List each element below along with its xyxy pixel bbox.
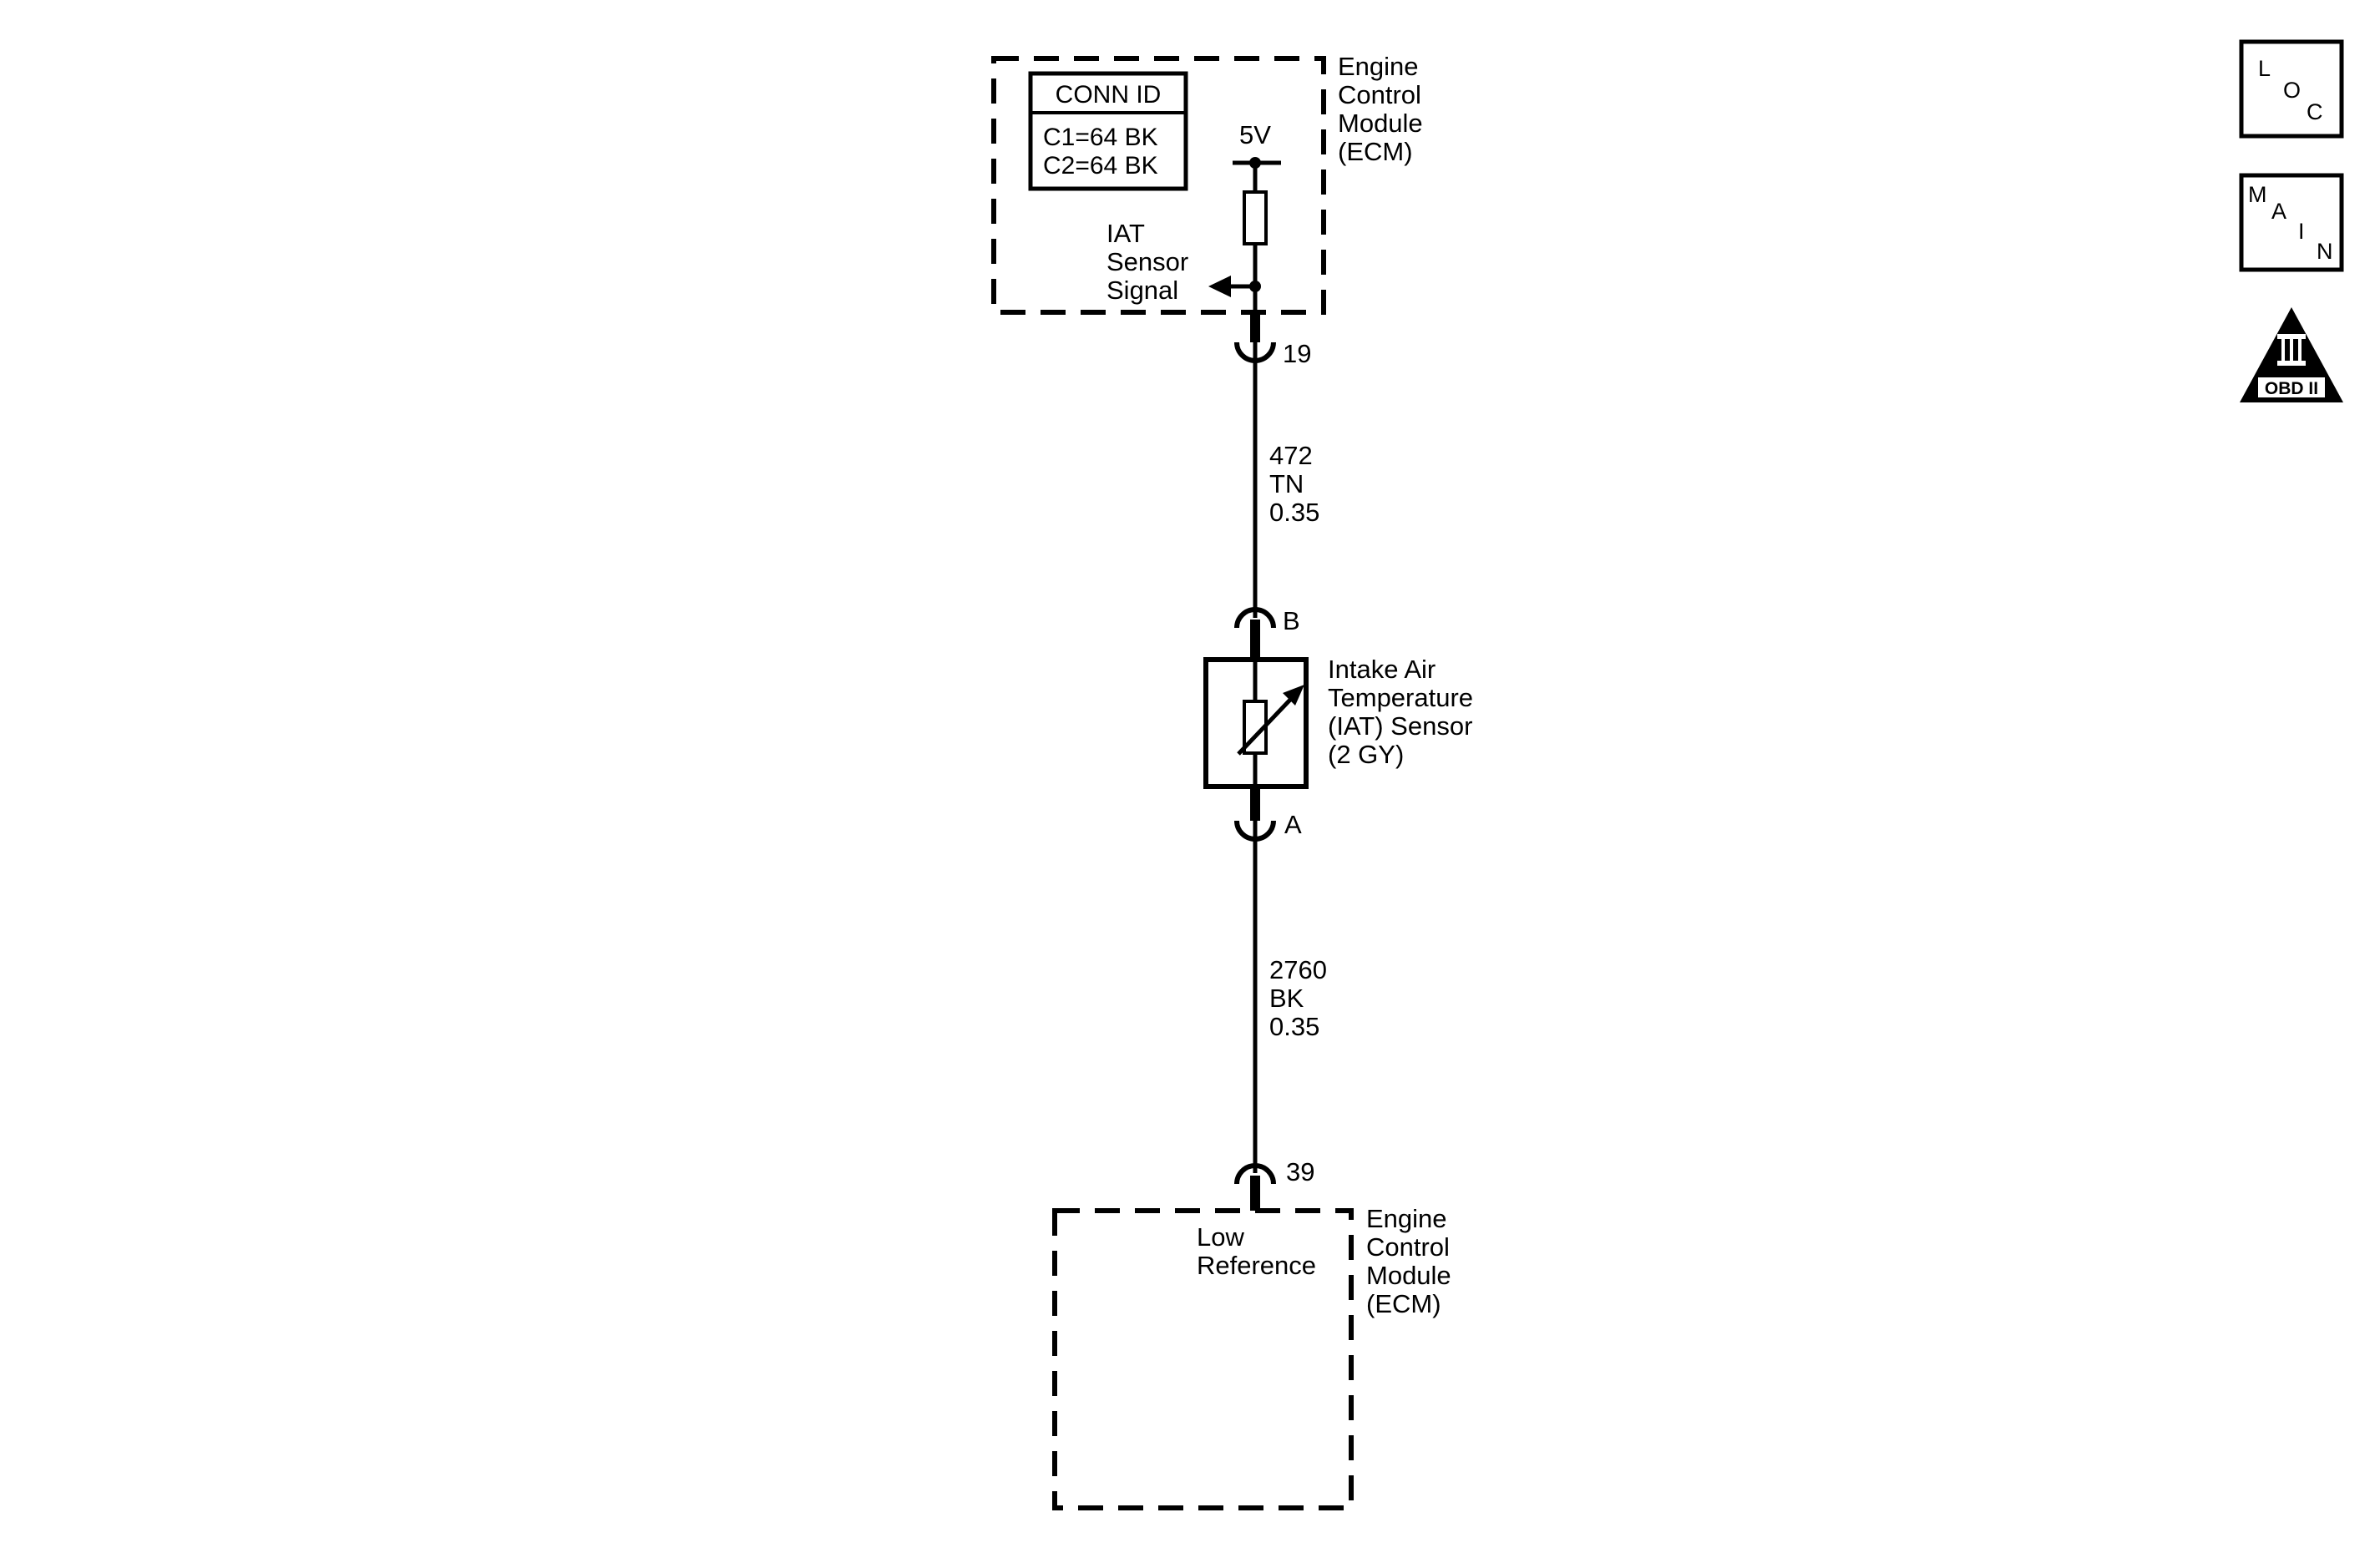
main-icon[interactable]: M A I N xyxy=(2239,173,2344,272)
svg-text:0.35: 0.35 xyxy=(1269,1012,1319,1041)
iat-sensor-label: Intake Air Temperature (IAT) Sensor (2 G… xyxy=(1328,655,1473,769)
variable-arrow-icon xyxy=(1283,685,1304,706)
svg-text:TN: TN xyxy=(1269,469,1304,498)
svg-text:(ECM): (ECM) xyxy=(1366,1289,1441,1318)
connector-pin-b xyxy=(1234,607,1276,629)
signal-label: IAT Sensor Signal xyxy=(1106,219,1188,305)
low-reference-label: Low Reference xyxy=(1197,1222,1316,1280)
svg-text:IAT: IAT xyxy=(1106,219,1145,248)
pin-a-label: A xyxy=(1284,810,1302,839)
pin-39-label: 39 xyxy=(1286,1157,1314,1186)
svg-text:A: A xyxy=(2271,199,2286,224)
svg-text:472: 472 xyxy=(1269,441,1313,470)
wire-2-label: 2760 BK 0.35 xyxy=(1269,955,1327,1041)
svg-text:Temperature: Temperature xyxy=(1328,683,1473,712)
svg-text:I: I xyxy=(2298,219,2305,244)
svg-text:(2 GY): (2 GY) xyxy=(1328,740,1404,769)
voltage-label: 5V xyxy=(1239,120,1271,149)
svg-text:Signal: Signal xyxy=(1106,276,1178,305)
loc-icon[interactable]: L O C xyxy=(2239,39,2344,139)
svg-text:O: O xyxy=(2283,78,2301,103)
svg-text:Intake Air: Intake Air xyxy=(1328,655,1436,684)
pin-19-label: 19 xyxy=(1283,339,1311,368)
ecm-bottom-label: Engine Control Module (ECM) xyxy=(1366,1204,1451,1318)
svg-text:Module: Module xyxy=(1366,1261,1451,1290)
svg-text:(ECM): (ECM) xyxy=(1338,137,1413,166)
svg-text:Sensor: Sensor xyxy=(1106,247,1188,276)
conn-id-row: C1=64 BK xyxy=(1043,124,1158,151)
obd-ii-icon[interactable]: OBD II xyxy=(2240,307,2343,402)
svg-text:OBD II: OBD II xyxy=(2265,379,2318,398)
ecm-top-label: Engine Control Module (ECM) xyxy=(1338,52,1423,166)
pullup-resistor xyxy=(1243,190,1268,245)
wire-1-label: 472 TN 0.35 xyxy=(1269,441,1319,527)
svg-text:(IAT) Sensor: (IAT) Sensor xyxy=(1328,711,1472,741)
svg-text:Reference: Reference xyxy=(1197,1251,1316,1280)
svg-text:Control: Control xyxy=(1338,80,1421,109)
svg-text:Engine: Engine xyxy=(1338,52,1419,81)
pin-b-label: B xyxy=(1283,606,1300,635)
conn-id-row: C2=64 BK xyxy=(1043,152,1158,180)
svg-text:0.35: 0.35 xyxy=(1269,498,1319,527)
conn-id-header: CONN ID xyxy=(1056,81,1162,109)
svg-text:C: C xyxy=(2307,99,2323,124)
svg-text:Control: Control xyxy=(1366,1232,1450,1262)
svg-text:M: M xyxy=(2248,182,2267,207)
signal-arrow-icon xyxy=(1208,276,1231,297)
svg-text:Low: Low xyxy=(1197,1222,1244,1252)
ecm-bottom-box xyxy=(1052,1208,1354,1510)
svg-text:2760: 2760 xyxy=(1269,955,1327,984)
svg-text:Module: Module xyxy=(1338,109,1423,138)
svg-text:BK: BK xyxy=(1269,984,1304,1013)
svg-text:N: N xyxy=(2317,239,2333,264)
svg-text:Engine: Engine xyxy=(1366,1204,1447,1233)
svg-text:L: L xyxy=(2258,56,2271,81)
connector-pin-39 xyxy=(1234,1163,1276,1185)
ecm-top-box xyxy=(991,56,1326,315)
conn-id-box: CONN ID C1=64 BK C2=64 BK xyxy=(1028,71,1188,191)
